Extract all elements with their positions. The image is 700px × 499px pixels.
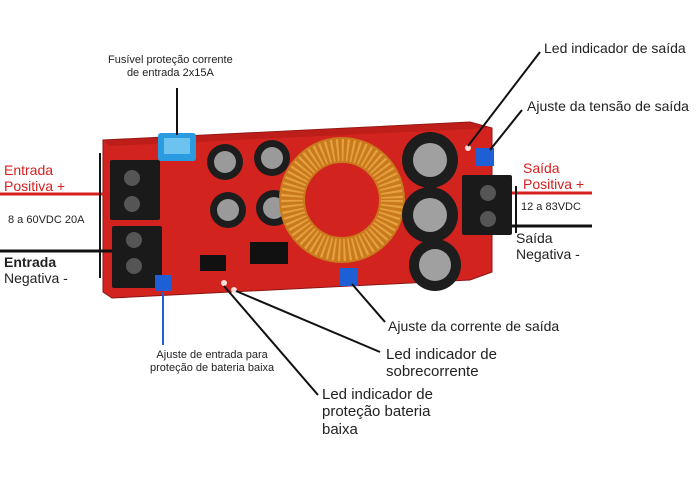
- pot-voltage-adjust: [476, 148, 494, 166]
- led-overcurrent-label: Led indicador de sobrecorrente: [386, 346, 497, 381]
- adj-current-label: Ajuste da corrente de saída: [388, 318, 560, 334]
- fuse-label: Fusível proteção corrente de entrada 2x1…: [108, 54, 233, 79]
- input-negative-label: Entrada Negativa -: [4, 254, 68, 286]
- leader-adj-current: [351, 283, 386, 323]
- output-terminal-screw-1: [480, 185, 496, 201]
- capacitor-small-3-top: [217, 199, 239, 221]
- pcb-shade: [103, 122, 492, 146]
- output-terminal-screw-2: [480, 211, 496, 227]
- led-lowbatt-line2: proteção bateria: [322, 403, 431, 421]
- output-negative-line2: Negativa -: [516, 246, 580, 263]
- input-positive-label: Entrada Positiva +: [4, 162, 65, 194]
- led-overcurrent-line1: Led indicador de: [386, 346, 497, 363]
- input-range-label: 8 a 60VDC 20A: [8, 214, 85, 226]
- ic-chip-1: [250, 242, 288, 264]
- output-terminal-block: [462, 175, 512, 235]
- input-adjust-line1: Ajuste de entrada para: [156, 349, 268, 361]
- input-negative-line2: Negativa -: [4, 270, 68, 287]
- input-terminal-screw-3: [126, 232, 142, 248]
- adj-voltage-label: Ajuste da tensão de saída: [527, 98, 689, 114]
- output-positive-line1: Saída: [523, 160, 560, 176]
- pot-input-adjust: [155, 275, 171, 291]
- input-adjust-label: Ajuste de entrada para proteção de bater…: [150, 349, 274, 374]
- output-positive-label: Saída Positiva +: [523, 160, 584, 192]
- fuse-label-line2: de entrada 2x15A: [126, 66, 214, 79]
- input-terminal-screw-4: [126, 258, 142, 274]
- input-terminal-block: [110, 160, 160, 220]
- leader-adj-voltage: [489, 109, 523, 151]
- input-positive-line1: Entrada: [4, 162, 54, 178]
- input-adjust-line2: proteção de bateria baixa: [150, 361, 275, 374]
- output-positive-line2: Positiva +: [523, 176, 585, 193]
- capacitor-large-3-top: [419, 249, 451, 281]
- led-overcurrent-line2: sobrecorrente: [386, 363, 479, 381]
- led-lowbatt-label: Led indicador de proteção bateria baixa: [322, 386, 433, 438]
- leader-lowbatt: [223, 285, 319, 396]
- fuse-holder-inner: [164, 138, 190, 154]
- pot-current-adjust: [340, 268, 358, 286]
- output-negative-line1: Saída: [516, 230, 553, 246]
- capacitor-small-1-top: [214, 151, 236, 173]
- input-terminal-screw-2: [124, 196, 140, 212]
- input-terminal-screw-1: [124, 170, 140, 186]
- led-lowbatt-line1: Led indicador de: [322, 386, 433, 403]
- input-negative-line1: Entrada: [4, 254, 57, 270]
- leader-overcurrent: [235, 290, 381, 353]
- capacitor-small-2-top: [261, 147, 283, 169]
- output-negative-label: Saída Negativa -: [516, 230, 580, 262]
- led-lowbatt-line3: baixa: [322, 420, 358, 438]
- led-lowbatt: [221, 280, 227, 286]
- capacitor-large-2-top: [413, 198, 447, 232]
- input-positive-line2: Positiva +: [4, 178, 66, 195]
- toroid-core: [310, 168, 374, 232]
- fuse-label-line1: Fusível proteção corrente: [108, 54, 233, 66]
- led-output: [465, 145, 471, 151]
- leader-led-out: [467, 51, 541, 147]
- led-overcurrent: [231, 287, 237, 293]
- output-range-label: 12 a 83VDC: [521, 201, 581, 213]
- toroid-coil-texture: [281, 139, 403, 261]
- led-output-label: Led indicador de saída: [544, 40, 686, 56]
- ic-chip-2: [200, 255, 226, 271]
- input-terminal-block-2: [112, 226, 162, 288]
- capacitor-large-1-top: [413, 143, 447, 177]
